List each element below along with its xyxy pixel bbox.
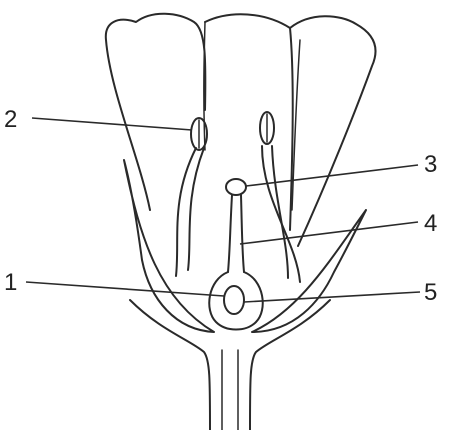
label-1: 1	[4, 269, 17, 296]
label-line-4	[240, 222, 418, 244]
receptacle-right	[250, 300, 330, 430]
right-filament-inner	[272, 146, 288, 278]
right-stamen	[260, 112, 300, 282]
style-left	[228, 195, 232, 272]
label-5: 5	[424, 279, 437, 306]
pistil	[209, 179, 263, 330]
right-petal	[290, 16, 375, 246]
label-line-5	[244, 292, 420, 302]
label-line-1	[26, 282, 224, 296]
left-petal	[106, 14, 206, 210]
stigma	[226, 179, 246, 195]
left-stamen	[176, 118, 207, 276]
left-filament-inner	[188, 148, 204, 270]
label-4: 4	[424, 210, 437, 237]
ovule	[224, 286, 244, 314]
middle-petal	[205, 14, 293, 230]
receptacle-left	[130, 300, 210, 430]
left-filament-outer	[176, 148, 196, 276]
label-2: 2	[4, 106, 17, 133]
label-3: 3	[424, 151, 437, 178]
style-right	[241, 195, 244, 272]
right-sepal	[252, 210, 366, 332]
receptacle-and-stalk	[130, 300, 330, 430]
label-line-2	[32, 118, 192, 130]
